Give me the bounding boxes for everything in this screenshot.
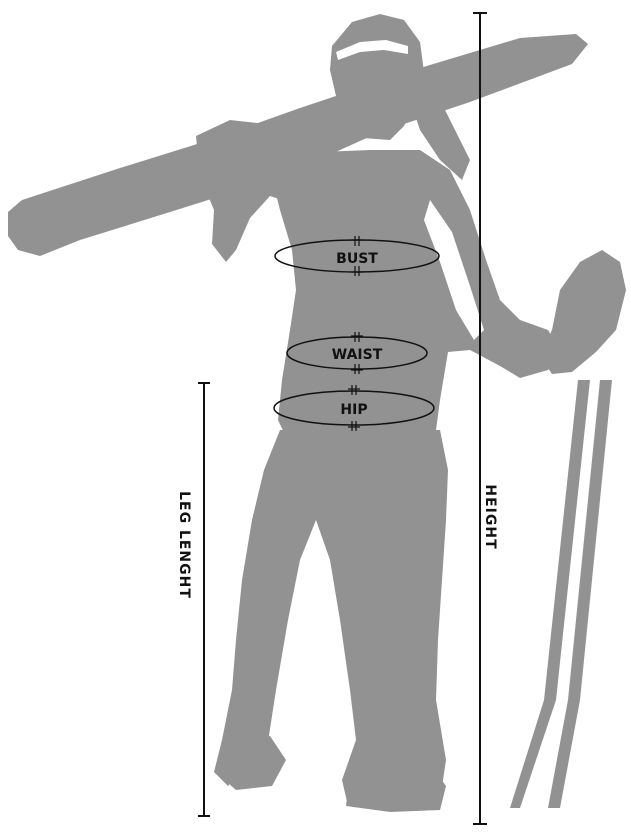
bust-label: BUST bbox=[336, 251, 378, 267]
right-hand-shape bbox=[540, 250, 626, 374]
hip-label: HIP bbox=[340, 402, 367, 418]
leg-length-label: LEG LENGHT bbox=[176, 491, 192, 599]
skier-silhouette bbox=[8, 14, 626, 812]
ski-poles-shape bbox=[510, 380, 612, 808]
leg-length-indicator: LEG LENGHT bbox=[176, 383, 210, 816]
height-indicator: HEIGHT bbox=[473, 13, 498, 824]
torso-shape bbox=[270, 150, 560, 445]
height-label: HEIGHT bbox=[482, 484, 498, 549]
waist-label: WAIST bbox=[332, 347, 383, 363]
